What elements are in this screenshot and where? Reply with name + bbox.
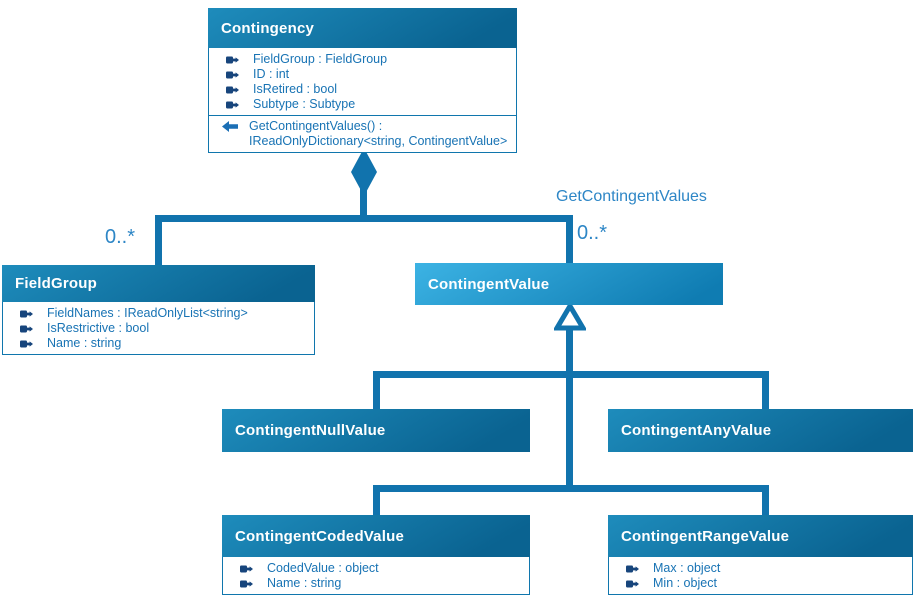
property-icon [240,580,253,588]
method-row: GetContingentValues() : IReadOnlyDiction… [209,119,516,149]
class-fieldgroup: FieldGroup FieldNames : IReadOnlyList<st… [2,265,315,355]
property-icon [226,71,239,79]
inheritance-drop-rangevalue [762,485,769,516]
attribute-label: IsRestrictive : bool [47,321,150,335]
attribute-row: Name : string [223,576,529,591]
property-icon [240,565,253,573]
class-contingentanyvalue: ContingentAnyValue [608,409,913,452]
class-contingency-header: Contingency [208,8,517,48]
method-label: GetContingentValues() : IReadOnlyDiction… [249,119,508,148]
property-icon [226,86,239,94]
attribute-row: FieldNames : IReadOnlyList<string> [3,306,314,321]
inheritance-horizontal-line-lower [373,485,769,492]
member-separator [209,115,516,116]
class-title: ContingentAnyValue [621,422,772,439]
attribute-row: IsRetired : bool [209,82,516,97]
class-contingency-body: FieldGroup : FieldGroup ID : int IsRetir… [208,48,517,153]
property-icon [20,310,33,318]
attribute-row: IsRestrictive : bool [3,321,314,336]
attribute-label: CodedValue : object [267,561,379,575]
attribute-row: FieldGroup : FieldGroup [209,52,516,67]
attribute-label: IsRetired : bool [253,82,338,96]
class-contingency: Contingency FieldGroup : FieldGroup ID :… [208,8,517,153]
attribute-row: Subtype : Subtype [209,97,516,112]
inheritance-trunk-line [566,326,573,492]
class-contingentvalue: ContingentValue [415,263,723,305]
inheritance-triangle-icon [554,302,586,331]
property-icon [20,340,33,348]
property-icon [626,565,639,573]
class-contingentcodedvalue-header: ContingentCodedValue [222,515,530,557]
class-contingentnullvalue: ContingentNullValue [222,409,530,452]
class-contingentnullvalue-header: ContingentNullValue [222,409,530,452]
attribute-row: Min : object [609,576,912,591]
inheritance-horizontal-line-upper [373,371,769,378]
attribute-row: CodedValue : object [223,561,529,576]
class-title: ContingentNullValue [235,422,386,439]
class-contingentanyvalue-header: ContingentAnyValue [608,409,913,452]
attribute-label: Max : object [653,561,721,575]
multiplicity-label-left: 0..* [105,226,136,248]
class-title: Contingency [221,19,315,37]
class-title: FieldGroup [15,275,97,292]
multiplicity-label-right: 0..* [577,222,608,244]
attribute-label: Min : object [653,576,717,590]
composition-drop-contingentvalue [566,215,573,264]
class-title: ContingentRangeValue [621,527,790,545]
class-contingentrangevalue-body: Max : object Min : object [608,557,913,595]
attribute-label: Name : string [47,336,122,350]
attribute-label: Name : string [267,576,342,590]
class-contingentrangevalue-header: ContingentRangeValue [608,515,913,557]
class-title: ContingentCodedValue [235,527,404,545]
property-icon [626,580,639,588]
attribute-label: Subtype : Subtype [253,97,356,111]
property-icon [226,56,239,64]
method-arrow-icon [222,121,238,132]
inheritance-drop-anyvalue [762,371,769,410]
attribute-row: Name : string [3,336,314,351]
class-contingentcodedvalue-body: CodedValue : object Name : string [222,557,530,595]
composition-drop-fieldgroup [155,215,162,266]
attribute-label: FieldGroup : FieldGroup [253,52,388,66]
class-fieldgroup-header: FieldGroup [2,265,315,302]
class-title: ContingentValue [428,275,550,293]
class-contingentcodedvalue: ContingentCodedValue CodedValue : object… [222,515,530,595]
composition-horizontal-line [155,215,573,222]
inheritance-drop-nullvalue [373,371,380,410]
composition-stem-line [360,188,367,222]
attribute-label: FieldNames : IReadOnlyList<string> [47,306,248,320]
class-contingentvalue-header: ContingentValue [415,263,723,305]
attribute-row: Max : object [609,561,912,576]
attribute-row: ID : int [209,67,516,82]
attribute-label: ID : int [253,67,290,81]
association-name-label: GetContingentValues [556,188,707,205]
inheritance-drop-codedvalue [373,485,380,516]
property-icon [20,325,33,333]
property-icon [226,101,239,109]
class-contingentrangevalue: ContingentRangeValue Max : object Min : … [608,515,913,595]
composition-diamond-icon [351,148,377,196]
class-fieldgroup-body: FieldNames : IReadOnlyList<string> IsRes… [2,302,315,355]
